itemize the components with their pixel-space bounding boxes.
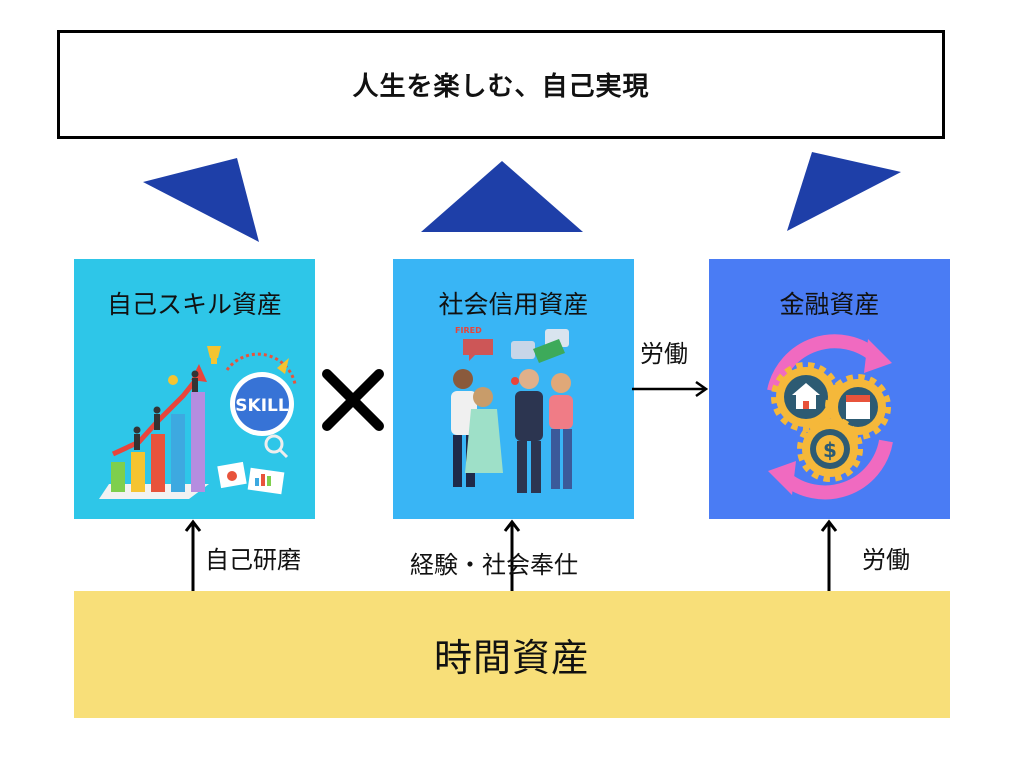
- dollar-sign-text: $: [823, 438, 837, 462]
- skill-badge-text: SKILL: [235, 396, 289, 416]
- skill-asset-title: 自己スキル資産: [106, 290, 282, 319]
- left-up-triangle: [143, 158, 259, 242]
- time-asset-box: 時間資産: [74, 591, 950, 718]
- finance-asset-box: 金融資産 $: [709, 259, 950, 519]
- center-up-triangle: [421, 161, 583, 232]
- time-to-skill-label: 自己研磨: [205, 546, 301, 574]
- skill-asset-box: 自己スキル資産 SKILL: [74, 259, 315, 519]
- social-asset-title: 社会信用資産: [438, 290, 589, 319]
- multiply-icon: [322, 369, 384, 431]
- social-to-finance-arrow: [632, 380, 709, 398]
- skill-growth-illustration: SKILL: [99, 346, 297, 499]
- time-asset-title: 時間資産: [433, 636, 590, 680]
- social-to-finance-label: 労働: [640, 340, 688, 368]
- time-to-social-arrow: [503, 519, 521, 593]
- time-to-finance-label: 労働: [862, 546, 910, 574]
- finance-asset-title: 金融資産: [779, 290, 880, 319]
- goal-text: 人生を楽しむ、自己実現: [352, 72, 650, 102]
- right-up-triangle: [787, 152, 901, 231]
- goal-box: 人生を楽しむ、自己実現: [57, 30, 945, 139]
- social-people-illustration: FIRED: [451, 326, 573, 493]
- time-to-skill-arrow: [184, 519, 202, 593]
- time-to-finance-arrow: [820, 519, 838, 593]
- fired-sign-text: FIRED: [455, 326, 482, 335]
- social-asset-box: 社会信用資産 FIRED: [393, 259, 634, 519]
- finance-gears-illustration: $: [767, 334, 893, 500]
- time-to-social-label: 経験・社会奉仕: [410, 551, 578, 579]
